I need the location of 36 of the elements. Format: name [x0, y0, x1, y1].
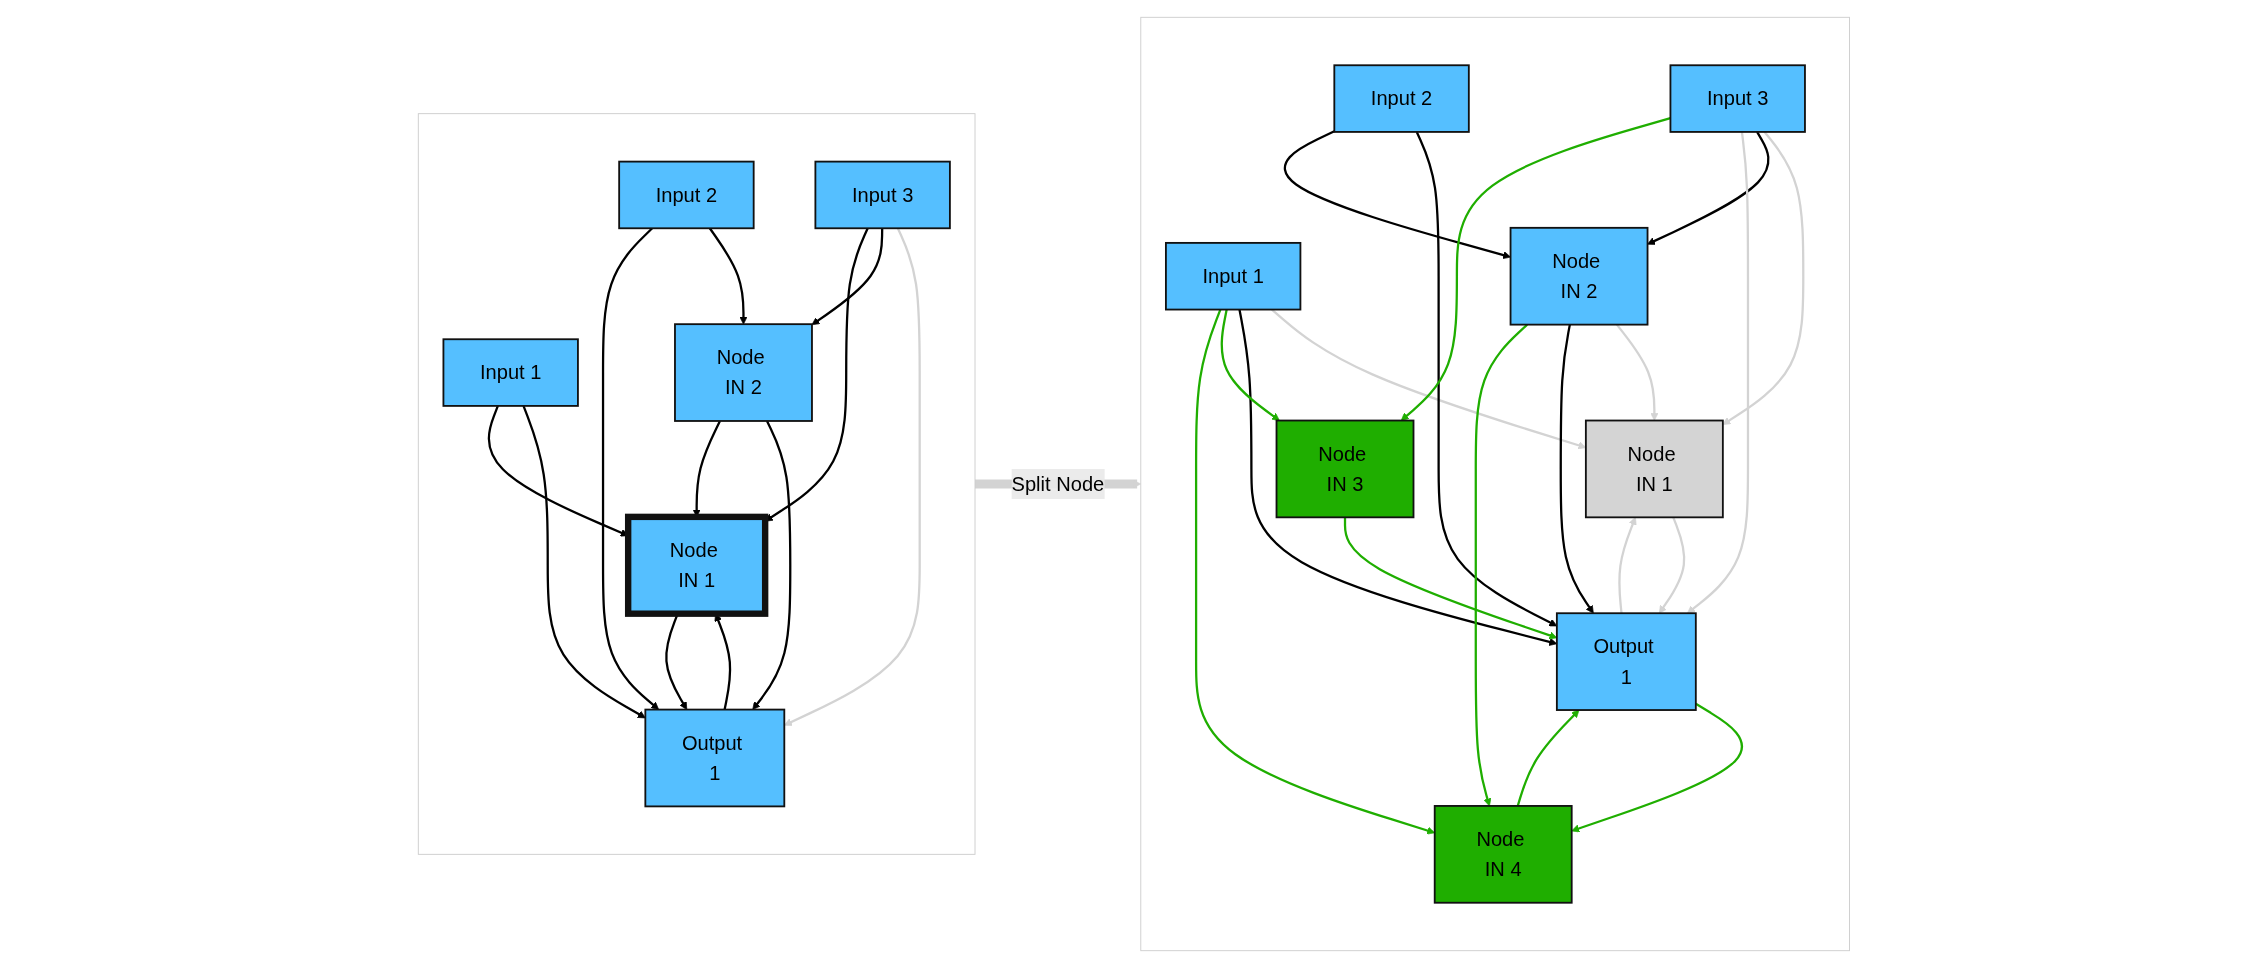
cluster — [1140, 16, 1851, 952]
arrow — [1659, 516, 1686, 614]
node-box: Input 3 — [1669, 64, 1806, 133]
edge-label: Split Node — [1011, 472, 1105, 496]
arrow — [1687, 131, 1750, 614]
arrow — [1722, 131, 1805, 425]
node-box: Output 1 — [1556, 612, 1697, 711]
arrow — [1400, 116, 1671, 421]
arrow — [752, 420, 792, 710]
arrow — [709, 227, 748, 325]
node-box: Input 2 — [1333, 64, 1470, 133]
arrow — [1618, 516, 1637, 614]
arrow — [784, 227, 921, 726]
arrow — [1474, 323, 1529, 807]
node-box: Input 3 — [814, 160, 951, 230]
arrow — [1559, 324, 1594, 614]
node-box: Node IN 1 — [625, 513, 769, 617]
node-box: Node IN 4 — [1433, 805, 1573, 904]
arrow — [1220, 309, 1280, 421]
node-box: Input 1 — [1165, 241, 1302, 311]
node-box: Node IN 1 — [1585, 419, 1724, 519]
cluster — [417, 113, 976, 855]
node-box: Output 1 — [644, 708, 786, 808]
arrow — [1516, 709, 1580, 807]
node-box: Input 1 — [442, 338, 579, 407]
node-box: Node IN 2 — [1509, 226, 1649, 326]
arrow — [1647, 131, 1770, 245]
node-box: Node IN 3 — [1275, 419, 1415, 519]
arrow — [1284, 130, 1511, 259]
arrow — [1616, 323, 1659, 421]
arrow — [522, 405, 646, 719]
arrow — [811, 228, 884, 326]
node-box: Input 2 — [618, 160, 755, 230]
arrow — [1571, 702, 1744, 833]
node-box: Node IN 2 — [674, 323, 813, 422]
arrow — [602, 227, 660, 710]
